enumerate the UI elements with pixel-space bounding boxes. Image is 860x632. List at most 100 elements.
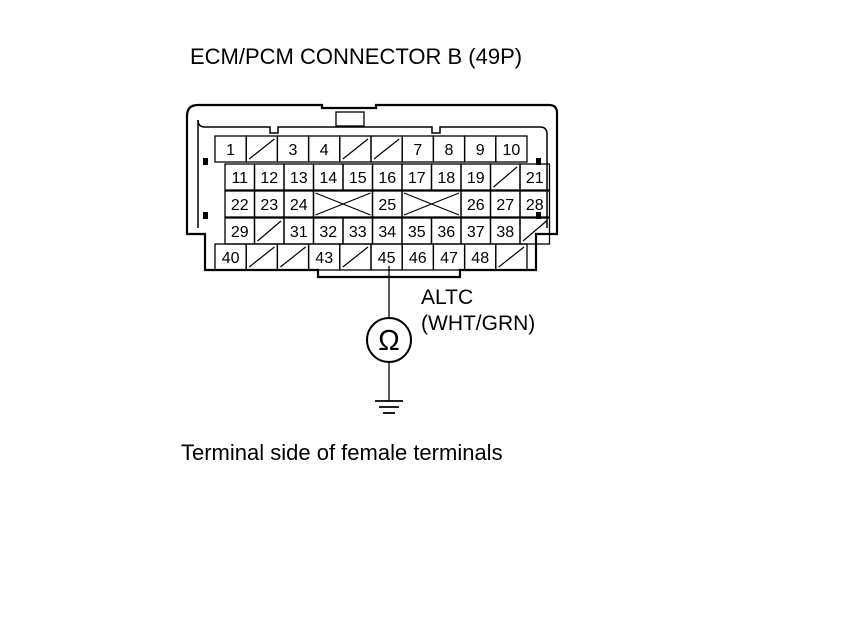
pin-number: 27 — [496, 197, 514, 214]
pin-number: 38 — [496, 224, 514, 241]
pin-number: 48 — [471, 250, 489, 267]
wire-color-label: (WHT/GRN) — [421, 312, 536, 335]
pin-number: 35 — [408, 224, 426, 241]
pin-number: 7 — [413, 142, 422, 159]
connector-pin: 29 — [224, 217, 256, 245]
connector-pin: 43 — [307, 243, 341, 271]
unused-pin-mark — [248, 246, 275, 268]
ohmmeter-icon: Ω — [366, 317, 412, 363]
blocked-cavity — [401, 190, 462, 218]
pin-number: 31 — [290, 224, 308, 241]
wire-name-label: ALTC — [421, 286, 474, 309]
connector-pin: 31 — [283, 217, 315, 245]
pin-number: 24 — [290, 197, 308, 214]
pin-number: 32 — [319, 224, 337, 241]
connector-pin: 14 — [312, 163, 344, 191]
unused-pin-mark — [498, 246, 525, 268]
pin-number: 4 — [320, 142, 329, 159]
pin-number: 10 — [503, 142, 521, 159]
pin-number: 11 — [231, 170, 248, 187]
pin-number: 26 — [467, 197, 485, 214]
pin-number: 43 — [315, 250, 333, 267]
connector-pin: 4 — [307, 135, 341, 163]
unused-pin-mark — [280, 246, 306, 268]
pin-number: 1 — [226, 142, 235, 159]
pin-number: 22 — [231, 197, 249, 214]
connector-pin: 24 — [283, 190, 315, 218]
pin-number: 18 — [437, 170, 455, 187]
connector-pin — [519, 217, 551, 245]
unused-pin-mark — [342, 246, 369, 268]
pin-number: 36 — [437, 224, 455, 241]
connector-pin — [245, 135, 279, 163]
connector-pin — [245, 243, 279, 271]
pin-number: 47 — [440, 250, 458, 267]
connector-pin: 25 — [371, 190, 403, 218]
connector-pin: 34 — [371, 217, 403, 245]
pin-number: 17 — [408, 170, 426, 187]
connector-pin: 12 — [253, 163, 285, 191]
connector-pin: 35 — [401, 217, 433, 245]
connector-pin: 15 — [342, 163, 374, 191]
pin-number: 3 — [289, 142, 298, 159]
pin-number: 34 — [378, 224, 396, 241]
meter-symbol: Ω — [378, 325, 400, 357]
connector-pin: 10 — [495, 135, 528, 163]
connector-pin: 8 — [432, 135, 466, 163]
connector-pin: 19 — [460, 163, 492, 191]
connector-pin: 28 — [519, 190, 551, 218]
unused-pin-mark — [493, 166, 518, 188]
connector-pin: 46 — [401, 243, 435, 271]
connector-pin: 36 — [430, 217, 462, 245]
pin-number: 14 — [319, 170, 337, 187]
connector-pin — [339, 243, 372, 271]
pin-number: 12 — [260, 170, 278, 187]
connector-pin: 21 — [519, 163, 551, 191]
pin-number: 45 — [378, 250, 396, 267]
pin-number: 29 — [231, 224, 249, 241]
connector-pin: 11 — [224, 163, 256, 191]
connector-pin: 47 — [432, 243, 466, 271]
connector-pin: 18 — [430, 163, 462, 191]
connector-pin: 7 — [401, 135, 435, 163]
connector-pin: 32 — [312, 217, 344, 245]
connector-pin: 16 — [371, 163, 403, 191]
connector-housing — [185, 103, 559, 279]
connector-pin: 3 — [276, 135, 310, 163]
connector-pin: 17 — [401, 163, 433, 191]
blocked-cavity — [312, 190, 374, 218]
pin-number: 16 — [378, 170, 396, 187]
connector-pin: 48 — [463, 243, 497, 271]
connector-pin — [370, 135, 403, 163]
pin-number: 19 — [467, 170, 485, 187]
pin-number: 25 — [378, 197, 396, 214]
connector-pin — [276, 243, 310, 271]
pin-number: 8 — [445, 142, 454, 159]
housing-latches — [203, 158, 541, 219]
connector-pin: 1 — [214, 135, 247, 163]
unused-pin-mark — [522, 220, 547, 242]
pin-number: 33 — [349, 224, 367, 241]
unused-pin-mark — [373, 138, 400, 160]
pin-number: 37 — [467, 224, 485, 241]
pin-number: 28 — [526, 197, 544, 214]
connector-pin — [253, 217, 285, 245]
ground-icon — [375, 400, 403, 414]
pin-number: 23 — [260, 197, 278, 214]
unused-pin-mark — [342, 138, 369, 160]
pin-number: 21 — [526, 170, 544, 187]
pin-number: 9 — [476, 142, 485, 159]
unused-pin-mark — [248, 138, 275, 160]
unused-pin-mark — [257, 220, 282, 242]
connector-pin — [339, 135, 372, 163]
connector-pin: 45 — [370, 243, 403, 271]
connector-pin: 26 — [460, 190, 492, 218]
diagram-title: ECM/PCM CONNECTOR B (49P) — [190, 44, 523, 69]
connector-pin: 38 — [489, 217, 521, 245]
connector-pin — [495, 243, 528, 271]
connector-pin: 40 — [214, 243, 247, 271]
pin-number: 15 — [349, 170, 367, 187]
connector-pin: 22 — [224, 190, 256, 218]
